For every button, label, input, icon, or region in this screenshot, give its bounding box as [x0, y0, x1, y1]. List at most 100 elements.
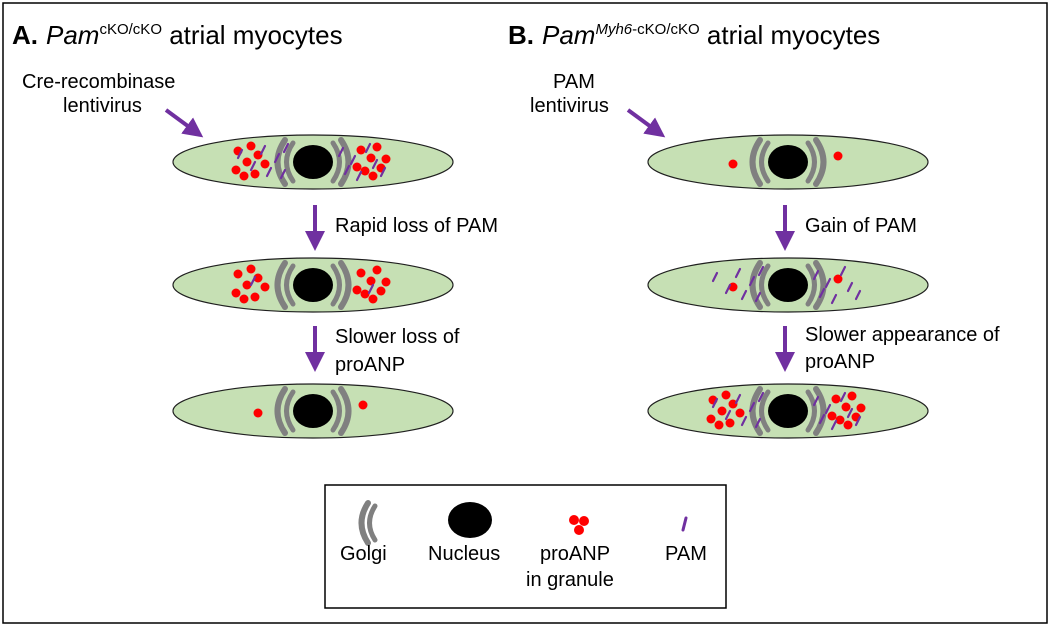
- pam-mark: [754, 417, 762, 429]
- pam-mark: [259, 144, 267, 156]
- panel-a-step2-line2: proANP: [335, 354, 405, 376]
- granule: [843, 420, 853, 430]
- panel-b-virus-arrow: [626, 108, 666, 138]
- granule: [841, 402, 851, 412]
- granule: [735, 408, 745, 418]
- granule: [239, 171, 249, 181]
- panel-b-step2-line1: Slower appearance of: [805, 324, 1000, 346]
- panel-b-step2-line2: proANP: [805, 351, 875, 373]
- pam-mark: [367, 283, 375, 295]
- pam-mark: [337, 146, 345, 158]
- legend-proanp-line2: in granule: [526, 569, 614, 591]
- pam-mark: [282, 142, 290, 154]
- granule: [250, 292, 260, 302]
- legend-proanp-line1: proANP: [540, 543, 610, 565]
- pam-mark: [364, 142, 372, 154]
- granule: [246, 264, 256, 274]
- pam-mark: [748, 401, 756, 413]
- granule: [360, 289, 370, 299]
- granule: [721, 390, 731, 400]
- panel-a-virus-line2: lentivirus: [63, 95, 142, 117]
- pam-mark: [812, 269, 820, 281]
- granule: [856, 403, 866, 413]
- cell-b1: [647, 134, 929, 190]
- panel-b-virus-line2: lentivirus: [530, 95, 609, 117]
- granule: [381, 277, 391, 287]
- granule: [260, 159, 270, 169]
- panel-a-step1-label: Rapid loss of PAM: [335, 215, 498, 237]
- legend-golgi-icon: [358, 500, 378, 546]
- granule: [231, 288, 241, 298]
- panel-a-virus-line1: Cre-recombinase: [22, 71, 175, 93]
- granule: [833, 151, 843, 161]
- granule: [239, 294, 249, 304]
- legend-nucleus-icon: [448, 502, 492, 538]
- pam-mark: [740, 289, 748, 301]
- granule: [246, 141, 256, 151]
- pam-mark: [754, 291, 762, 303]
- panel-a-step2-label: Slower loss of proANP: [335, 326, 465, 376]
- pam-mark: [757, 391, 765, 403]
- granule: [260, 282, 270, 292]
- pam-mark: [349, 154, 357, 166]
- legend-golgi-label: Golgi: [340, 543, 387, 565]
- legend-nucleus-label: Nucleus: [428, 543, 500, 565]
- pam-mark: [839, 391, 847, 403]
- pam-mark: [236, 148, 244, 160]
- pam-mark: [824, 403, 832, 415]
- granule: [714, 420, 724, 430]
- granule: [827, 411, 837, 421]
- granule: [358, 400, 368, 410]
- granule: [253, 408, 263, 418]
- pam-mark: [854, 415, 862, 427]
- granule: [242, 280, 252, 290]
- panel-b-step2-label: Slower appearance of proANP: [805, 324, 1005, 373]
- pam-mark: [734, 393, 742, 405]
- granule: [372, 142, 382, 152]
- granule: [250, 169, 260, 179]
- panel-a-virus-arrow: [164, 108, 204, 138]
- nucleus-icon: [768, 145, 808, 179]
- legend-granule-icon: [569, 515, 589, 535]
- panel-a-step2-line1: Slower loss of: [335, 326, 460, 348]
- granule: [356, 145, 366, 155]
- pam-mark: [740, 415, 748, 427]
- legend-box: [324, 484, 727, 609]
- nucleus-icon: [768, 394, 808, 428]
- pam-mark: [279, 168, 287, 180]
- granule: [376, 286, 386, 296]
- pam-mark: [824, 277, 832, 289]
- cell-b2: [647, 257, 929, 313]
- legend-pam-label: PAM: [665, 543, 707, 565]
- granule: [725, 418, 735, 428]
- pam-mark: [830, 419, 838, 431]
- panel-b-letter: B.: [508, 20, 534, 50]
- granule: [368, 171, 378, 181]
- granule: [366, 153, 376, 163]
- pam-mark: [724, 283, 732, 295]
- granule: [368, 294, 378, 304]
- pam-mark: [379, 166, 387, 178]
- granule: [847, 391, 857, 401]
- cell-a2: [172, 257, 454, 313]
- pam-mark: [265, 166, 273, 178]
- granule: [381, 154, 391, 164]
- pam-mark: [249, 160, 257, 172]
- granule: [717, 406, 727, 416]
- pam-mark: [748, 275, 756, 287]
- nucleus-icon: [293, 145, 333, 179]
- granule: [356, 268, 366, 278]
- granule: [372, 265, 382, 275]
- panel-a-gene: Pam: [46, 20, 99, 50]
- pam-mark: [818, 287, 826, 299]
- nucleus-icon: [768, 268, 808, 302]
- granule: [366, 276, 376, 286]
- granule: [360, 166, 370, 176]
- granule: [728, 159, 738, 169]
- granule: [253, 150, 263, 160]
- granule: [231, 165, 241, 175]
- legend: Golgi Nucleus proANP in granule PAM: [324, 484, 727, 609]
- panel-b-virus-label: PAM lentivirus: [530, 71, 609, 117]
- pam-mark: [757, 265, 765, 277]
- cell-a1: [172, 134, 454, 190]
